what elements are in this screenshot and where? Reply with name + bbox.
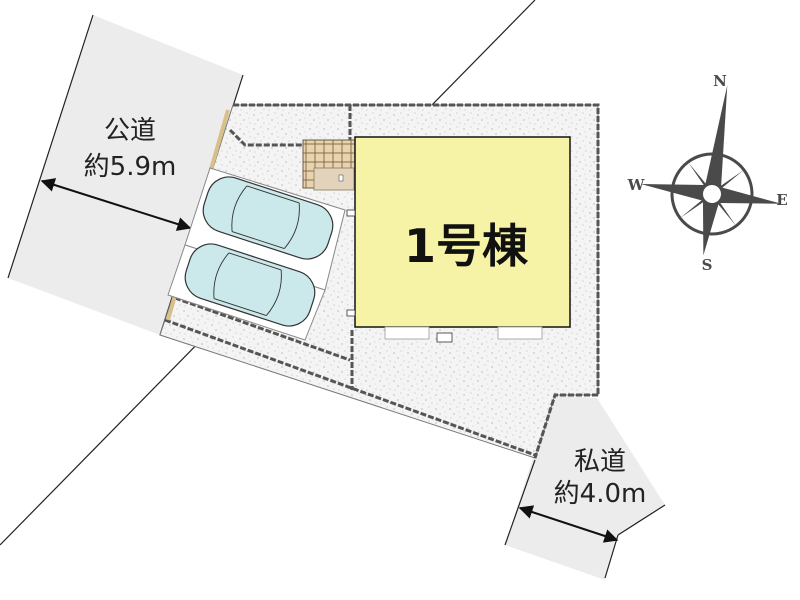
private-road-name: 私道: [574, 447, 626, 477]
private-road-width-arrow: [518, 505, 619, 543]
compass-north: N: [713, 72, 727, 90]
building-1: [346, 136, 571, 343]
compass-west: W: [627, 176, 646, 194]
car-1: [202, 176, 334, 260]
private-road-width: 約4.0m: [554, 479, 647, 509]
compass-rose-icon: [640, 85, 782, 256]
public-road-width-arrow: [40, 178, 192, 231]
car-2: [184, 243, 316, 327]
public-road-width: 約5.9m: [84, 152, 177, 182]
public-road-name: 公道: [104, 116, 156, 146]
building-label: 1号棟: [404, 219, 529, 273]
compass-south: S: [702, 256, 713, 274]
compass-east: E: [776, 191, 787, 209]
